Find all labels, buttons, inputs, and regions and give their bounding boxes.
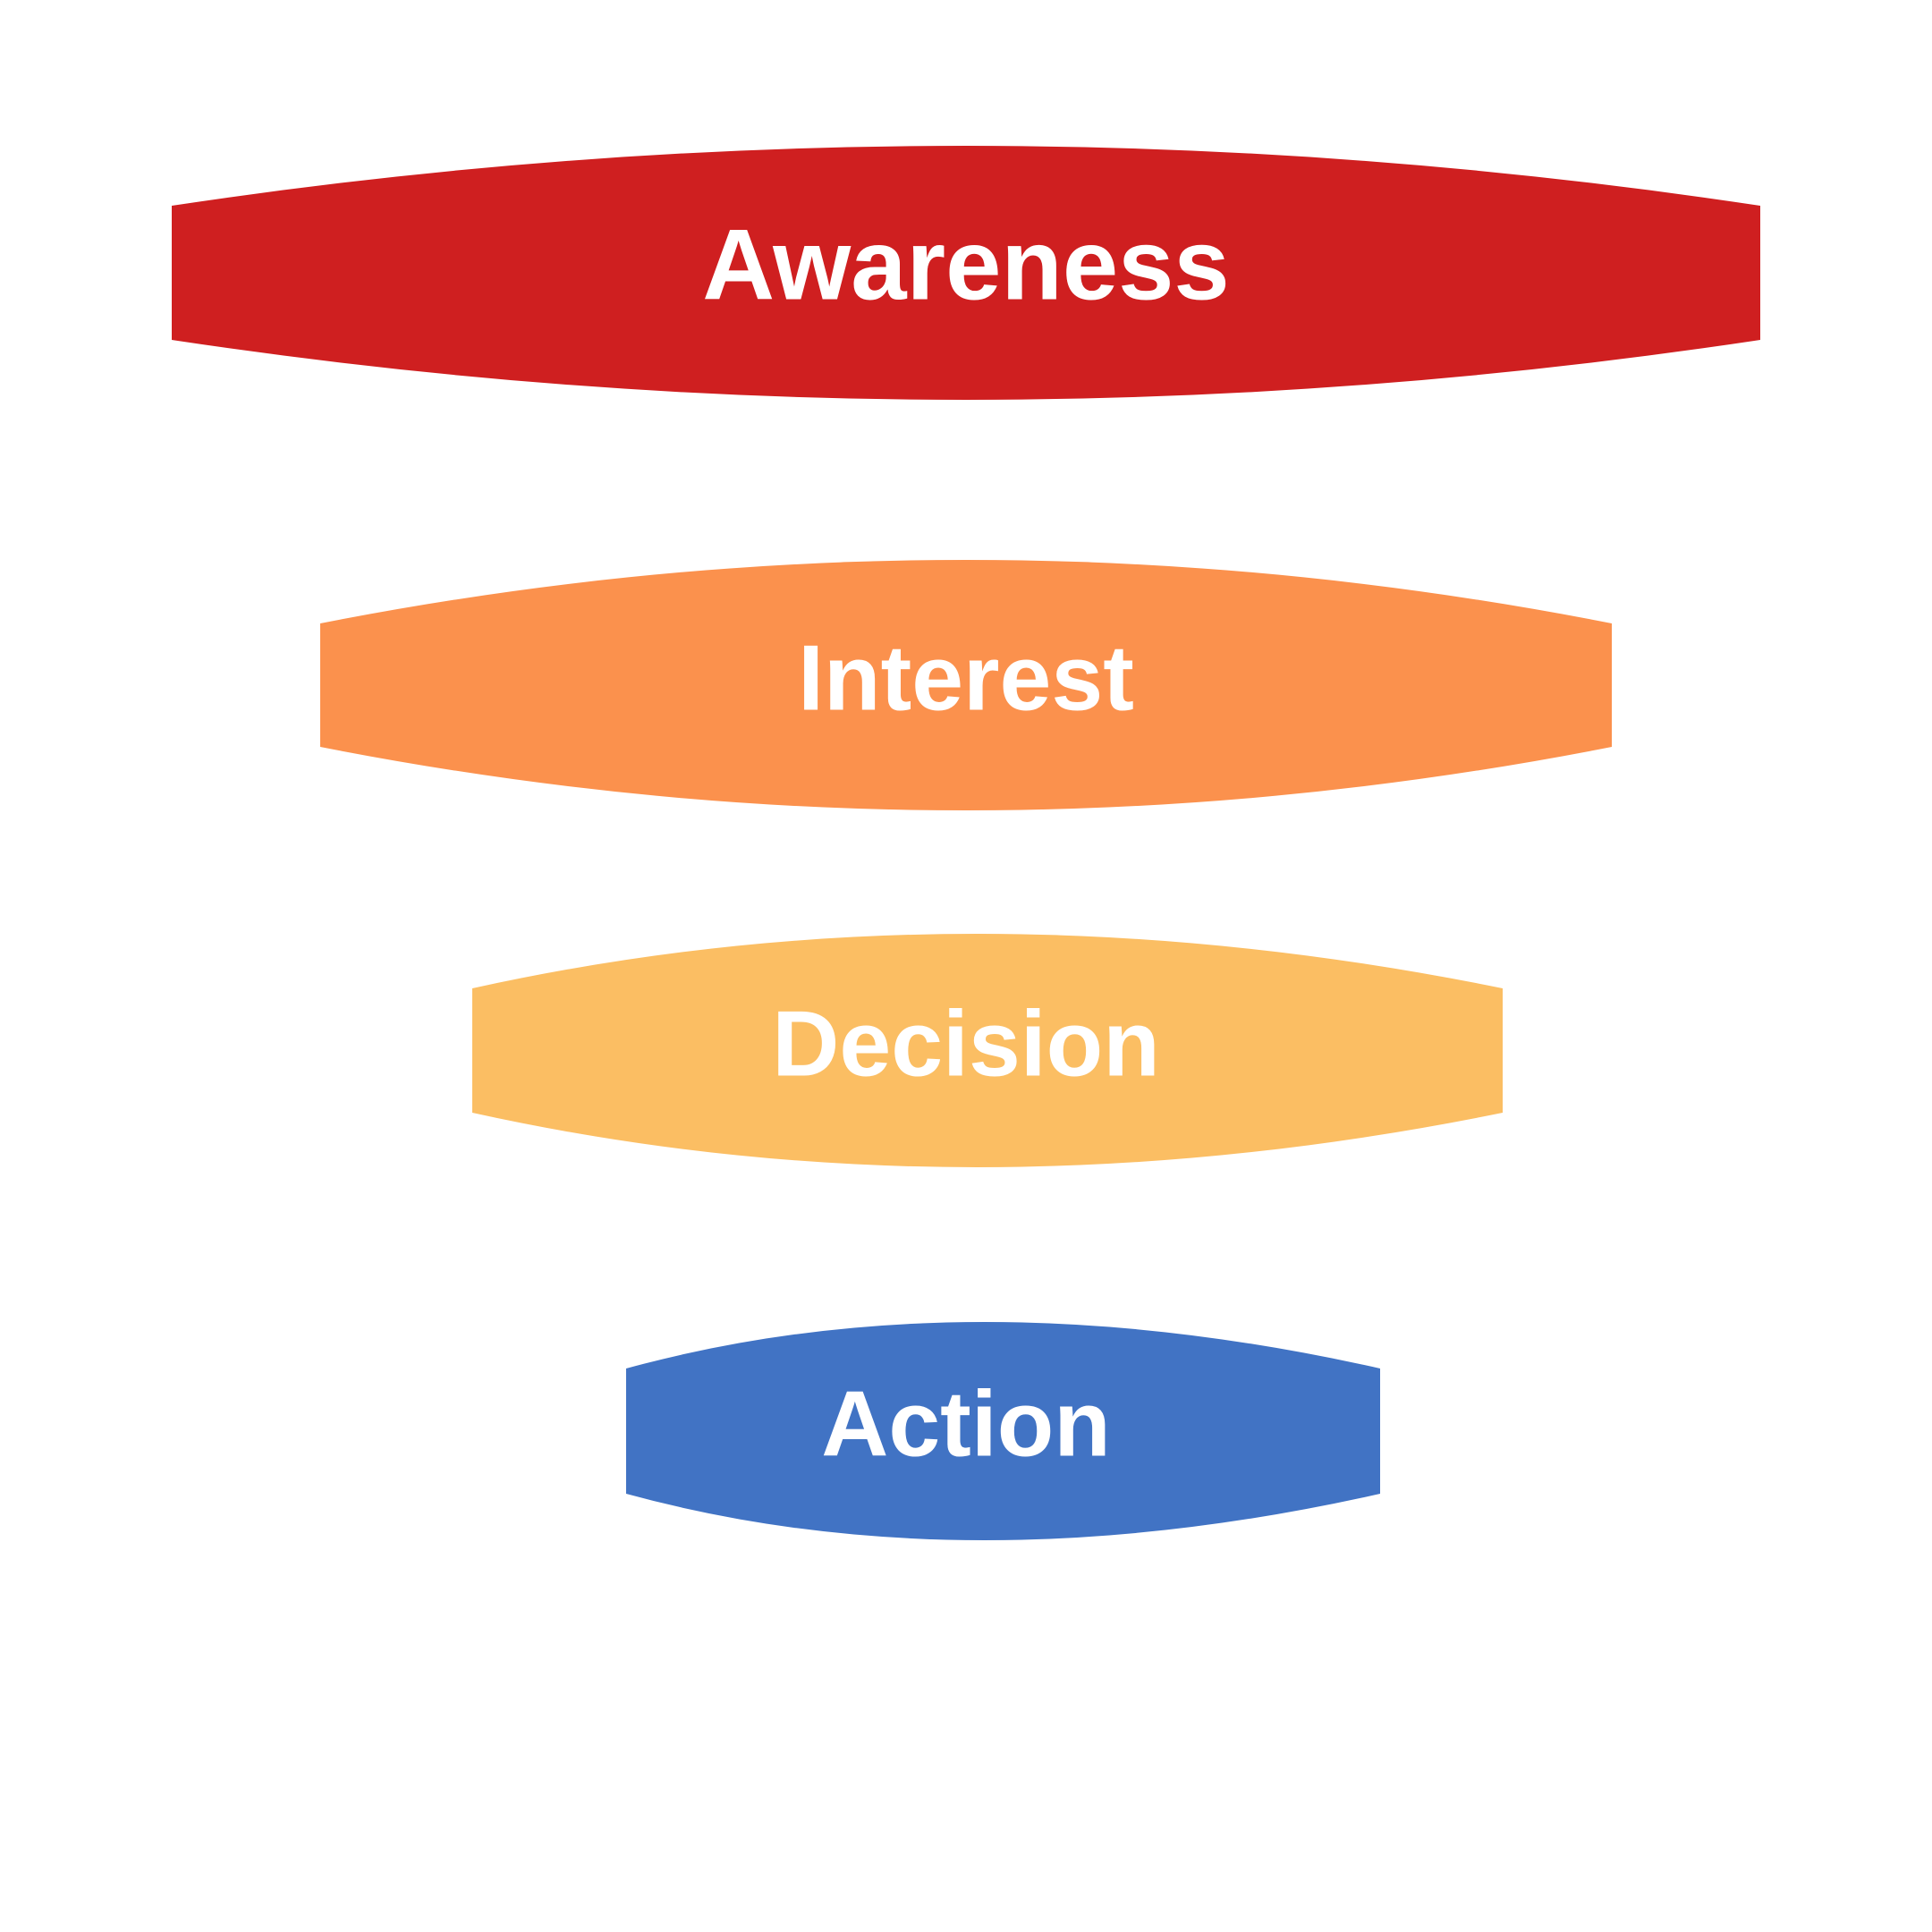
funnel-stage-label-interest: Interest: [798, 626, 1134, 730]
funnel-stage-decision[interactable]: [472, 934, 1503, 1167]
funnel-stage-awareness[interactable]: [172, 146, 1760, 400]
funnel-stage-label-decision: Decision: [772, 992, 1159, 1096]
funnel-stage-action[interactable]: [626, 1322, 1380, 1540]
funnel-stage-interest[interactable]: [320, 560, 1612, 810]
funnel-stage-label-awareness: Awareness: [702, 209, 1229, 321]
funnel-stage-label-action: Action: [821, 1372, 1111, 1476]
